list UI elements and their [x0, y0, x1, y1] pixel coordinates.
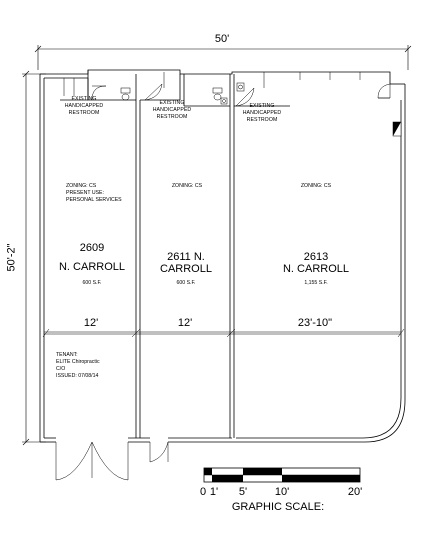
scale-title: GRAPHIC SCALE:	[231, 501, 325, 513]
unit-width-label: 12'	[83, 317, 99, 329]
door-swing-icon	[91, 83, 255, 107]
restroom-label: EXISTING HANDICAPPED RESTROOM	[152, 100, 192, 120]
door-swing-icon	[149, 441, 169, 463]
toilet-icon	[120, 87, 131, 101]
restroom-label: EXISTING HANDICAPPED RESTROOM	[242, 103, 282, 123]
sink-icon	[220, 97, 228, 105]
door-swing-icon	[63, 72, 361, 96]
scale-tick-label: 10'	[274, 486, 290, 498]
restroom-label: EXISTING HANDICAPPED RESTROOM	[64, 96, 104, 116]
unit-area: 600 S.F.	[176, 280, 196, 286]
unit-street: N. CARROLL	[58, 261, 126, 273]
scale-tick-label: 20'	[347, 486, 363, 498]
unit-zoning: ZONING: CS	[300, 183, 332, 189]
scale-tick-label: 0	[199, 486, 207, 498]
overall-depth-label: 50'-2"	[5, 243, 18, 272]
overall-depth-dimension	[22, 70, 46, 446]
scale-tick-label: 1'	[209, 486, 219, 498]
unit-width-label: 23'-10"	[297, 317, 333, 329]
unit-area: 1,155 S.F.	[304, 280, 328, 286]
unit-zoning: ZONING: CS	[171, 183, 203, 189]
door-swing-icon	[55, 441, 129, 481]
scale-tick-label: 5'	[238, 486, 248, 498]
partition-walls	[60, 70, 290, 438]
overall-width-label: 50'	[214, 33, 230, 45]
unit-zoning: ZONING: CS PRESENT USE: PERSONAL SERVICE…	[66, 183, 122, 203]
unit-number: 2613	[303, 251, 329, 263]
sink-icon	[236, 82, 245, 92]
scale-bar	[203, 467, 361, 483]
unit-number: 2611 N.	[167, 251, 205, 263]
unit-street: CARROLL	[160, 263, 212, 275]
toilet-icon	[212, 87, 223, 101]
unit-street: N. CARROLL	[282, 263, 350, 275]
unit-width-label: 12'	[177, 317, 193, 329]
panel-icon	[392, 121, 402, 137]
overall-width-dimension	[34, 45, 412, 70]
tenant-note: TENANT: ELITE Chiropractic C/O ISSUED: 0…	[56, 352, 100, 379]
storefront-line	[42, 328, 405, 338]
unit-number: 2609	[79, 242, 105, 254]
door-swing-icon	[377, 83, 391, 99]
unit-area: 600 S.F.	[82, 280, 102, 286]
